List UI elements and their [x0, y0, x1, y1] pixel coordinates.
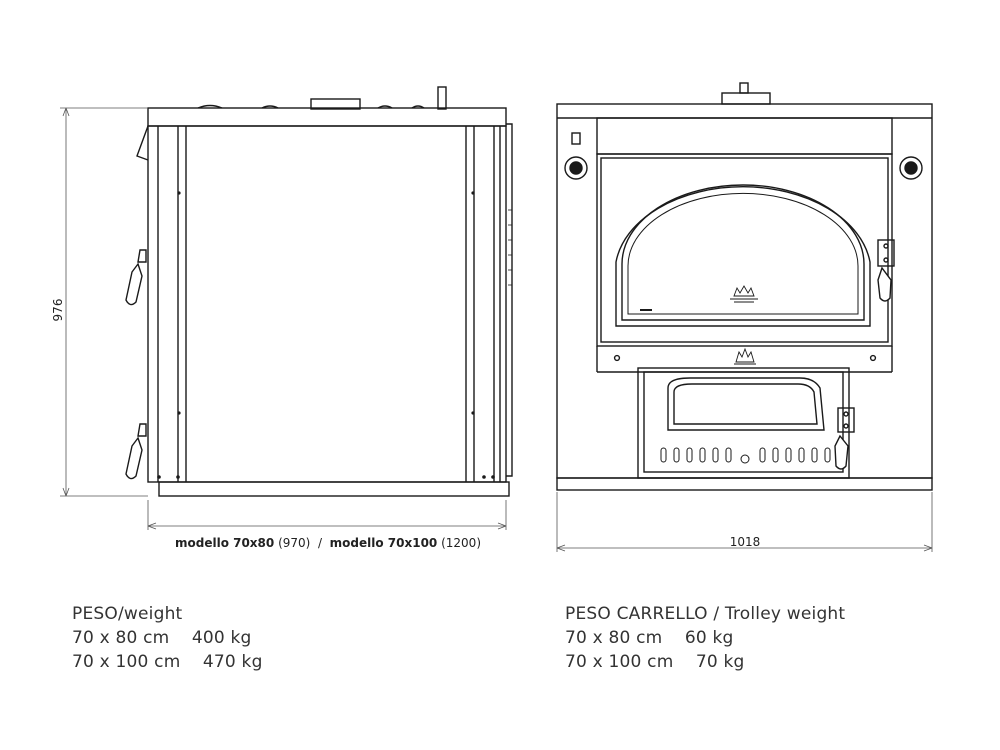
model-a-label: modello 70x80	[175, 536, 274, 550]
ash-drawer-latch	[834, 407, 855, 470]
side-width-caption: modello 70x80 (970) / modello 70x100 (12…	[175, 536, 481, 550]
ash-drawer-window	[667, 377, 825, 431]
side-handle-lower	[125, 423, 147, 480]
front-view	[556, 82, 933, 491]
height-dimension-label: 976	[51, 299, 65, 322]
side-view	[125, 86, 513, 497]
thermometer-left-icon	[564, 132, 588, 180]
trolley-weight-row: 70 x 100 cm 70 kg	[565, 652, 745, 672]
front-flue	[721, 92, 771, 105]
trolley-weight-row: 70 x 80 cm 60 kg	[565, 628, 734, 648]
side-top-panel	[147, 107, 507, 127]
oven-weight-row: 70 x 80 cm 400 kg	[72, 628, 252, 648]
oven-weight-block: PESO/weight 70 x 80 cm 400 kg 70 x 100 c…	[72, 602, 263, 674]
oven-arch-window	[615, 186, 871, 327]
front-body	[556, 103, 933, 479]
model-a-value: (970)	[274, 536, 310, 550]
model-b-value: (1200)	[437, 536, 481, 550]
oven-door-frame	[596, 153, 893, 347]
oven-weight-title: PESO/weight	[72, 604, 183, 624]
crown-logo-icon	[730, 285, 758, 303]
crown-logo-icon-lower	[734, 347, 756, 365]
side-dimensions	[60, 107, 507, 530]
side-handle-upper	[125, 249, 147, 306]
air-vents	[660, 447, 831, 464]
trolley-weight-block: PESO CARRELLO / Trolley weight 70 x 80 c…	[565, 602, 845, 674]
trolley-weight-title: PESO CARRELLO / Trolley weight	[565, 604, 846, 624]
width-dimension-label: 1018	[730, 535, 761, 549]
oven-door-latch	[877, 239, 895, 302]
side-base	[158, 481, 510, 497]
caption-separator: /	[310, 536, 329, 550]
thermometer-right-icon	[899, 156, 923, 180]
model-b-label: modello 70x100	[330, 536, 438, 550]
side-body	[147, 125, 507, 483]
flue-outlet	[310, 98, 361, 110]
chimney-pipe	[437, 86, 447, 110]
front-dimensions	[556, 492, 933, 552]
front-base	[556, 477, 933, 491]
oven-weight-row: 70 x 100 cm 470 kg	[72, 652, 263, 672]
